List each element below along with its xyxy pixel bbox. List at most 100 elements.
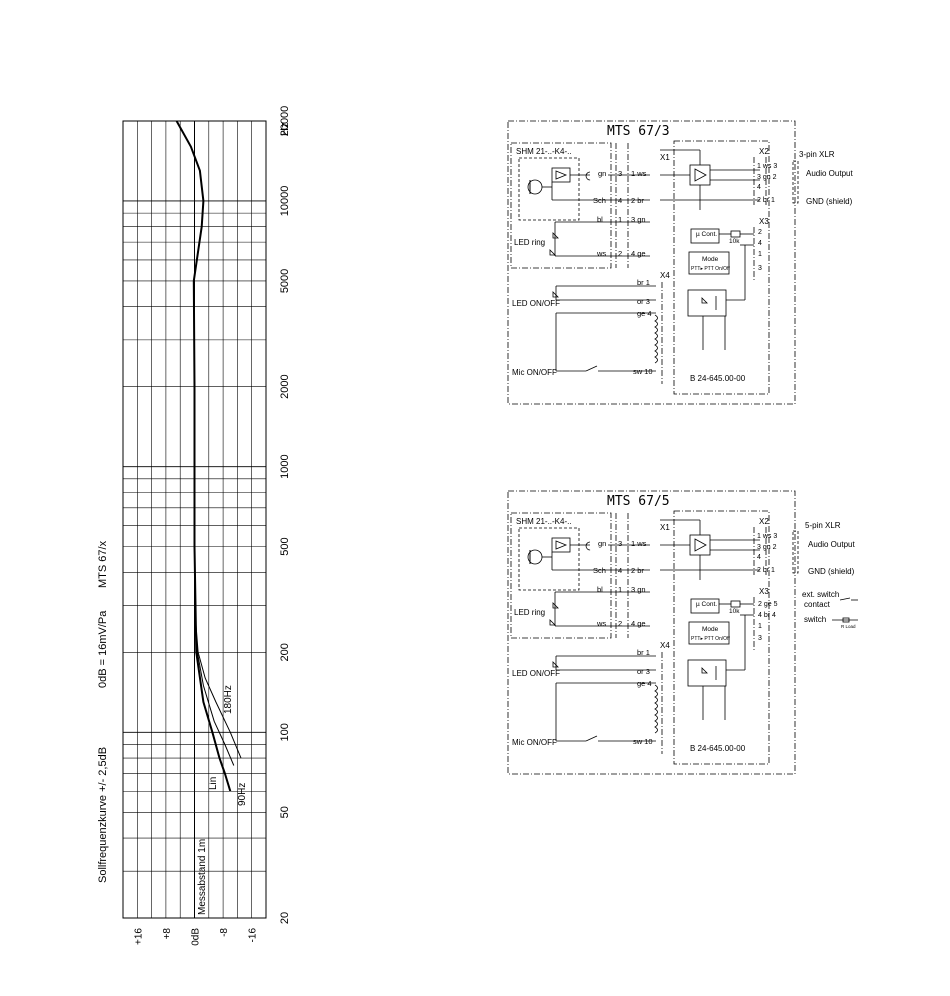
ext-switch-label: ext. switch bbox=[802, 590, 839, 599]
optocoupler-led-icon bbox=[701, 297, 708, 304]
mu-controller-label: µ Cont. bbox=[696, 601, 717, 608]
x4-connector-icon bbox=[654, 684, 658, 734]
connector-column-x1: 3 4 1 2 bbox=[615, 513, 629, 638]
output-amp-icon bbox=[689, 164, 711, 186]
chart-caption-ref: 0dB = 16mV/Pa bbox=[97, 610, 109, 688]
x4-pin-3: or 3 bbox=[637, 667, 650, 676]
x1-label: X1 bbox=[660, 153, 670, 162]
switch-label: switch bbox=[804, 615, 826, 624]
wire-ws: ws bbox=[596, 249, 606, 258]
wire-sch: Sch bbox=[593, 566, 606, 575]
audio-output-label: Audio Output bbox=[806, 169, 853, 178]
freq-tick-label: 20 bbox=[279, 912, 291, 924]
led-onoff-icon bbox=[552, 661, 559, 668]
capsule-box bbox=[518, 157, 580, 221]
x4-label: X4 bbox=[660, 641, 670, 650]
x2-pin-3: 3 gn 2 bbox=[757, 544, 777, 551]
wire-bl: bl bbox=[597, 215, 603, 224]
x2-pin-2: 2 br 1 bbox=[757, 197, 775, 204]
x1-pin-3: 3 gn bbox=[631, 585, 646, 594]
x3-pin-4: 4 br 4 bbox=[758, 612, 776, 619]
mode-switch-box bbox=[688, 621, 730, 645]
freq-tick-label: 5000 bbox=[279, 269, 291, 293]
mu-controller-box bbox=[690, 598, 720, 614]
optocoupler-box bbox=[687, 659, 727, 687]
gnd-shield-label: GND (shield) bbox=[806, 197, 853, 206]
x4-pin-3: or 3 bbox=[637, 297, 650, 306]
optocoupler-led-icon bbox=[701, 667, 708, 674]
shield-symbol bbox=[585, 541, 591, 551]
x2-pin-4: 4 bbox=[757, 554, 761, 561]
x4-pin-10: sw 10 bbox=[633, 367, 653, 376]
mu-controller-box bbox=[690, 228, 720, 244]
freq-unit-label: Hz bbox=[279, 123, 291, 136]
wire-bl: bl bbox=[597, 585, 603, 594]
preamp-icon bbox=[551, 537, 571, 553]
wire-ws: ws bbox=[596, 619, 606, 628]
svg-text:2: 2 bbox=[618, 619, 622, 628]
led-ring-label: LED ring bbox=[514, 608, 545, 617]
led-onoff-icon bbox=[552, 291, 559, 298]
xlr-connector-box bbox=[792, 530, 799, 574]
mode-sub-label: PTT▸ PTT On/Off bbox=[691, 636, 730, 642]
curve-label-180hz: 180Hz bbox=[223, 685, 234, 714]
x1-pin-1: 1 ws bbox=[631, 169, 647, 178]
curve-lin bbox=[175, 120, 232, 792]
freq-tick-label: 200 bbox=[279, 643, 291, 661]
output-amp-icon bbox=[689, 534, 711, 556]
resistor-label: 10k bbox=[729, 238, 740, 245]
x3-pin-3: 3 bbox=[758, 265, 762, 272]
pcb-part-number: B 24-645.00-00 bbox=[690, 374, 746, 383]
x2-pin-1: 1 ws 3 bbox=[757, 533, 777, 540]
mic-onoff-label: Mic ON/OFF bbox=[512, 368, 557, 377]
x2-label: X2 bbox=[759, 147, 769, 156]
x1-pin-3: 3 gn bbox=[631, 215, 646, 224]
r-load-label: R Load bbox=[841, 624, 856, 629]
wiring-diagram-mts-67-3: MTS 67/3 SHM 21-..-K4-.. gn Sch bl ws LE… bbox=[507, 120, 853, 405]
freq-tick-label: 1000 bbox=[279, 454, 291, 478]
x3-pin-4: 4 bbox=[758, 240, 762, 247]
pcb-box bbox=[673, 140, 770, 395]
shm-module-label: SHM 21-..-K4-.. bbox=[516, 517, 572, 526]
x2-pin-4: 4 bbox=[757, 184, 761, 191]
db-tick-label: +16 bbox=[133, 928, 144, 945]
led-ring-icon bbox=[549, 232, 559, 256]
mode-label: Mode bbox=[702, 626, 719, 633]
x3-pin-3: 3 bbox=[758, 635, 762, 642]
led-onoff-label: LED ON/OFF bbox=[512, 669, 560, 678]
diagram-outer-border bbox=[507, 120, 796, 405]
optocoupler-box bbox=[687, 289, 727, 317]
measuring-distance-label: Messabstand 1m bbox=[197, 839, 208, 915]
db-tick-label: -16 bbox=[248, 928, 259, 943]
x1-pin-4: 4 ge bbox=[631, 249, 646, 258]
wire-gn: gn bbox=[598, 539, 606, 548]
svg-text:4: 4 bbox=[618, 196, 622, 205]
db-tick-label: +8 bbox=[162, 928, 173, 940]
connector-type-label: 3-pin XLR bbox=[799, 150, 835, 159]
mode-label: Mode bbox=[702, 256, 719, 263]
curve-180hz bbox=[194, 605, 242, 759]
x4-pin-4: ge 4 bbox=[637, 679, 652, 688]
resistor-icon bbox=[730, 230, 741, 238]
pcb-part-number: B 24-645.00-00 bbox=[690, 744, 746, 753]
x4-pin-4: ge 4 bbox=[637, 309, 652, 318]
svg-text:1: 1 bbox=[618, 585, 622, 594]
diagram-title: MTS 67/3 bbox=[607, 124, 670, 139]
x3-pin-2: 2 bbox=[758, 229, 762, 236]
wiring-diagram-mts-67-5: MTS 67/5 SHM 21-..-K4-.. gn Sch bl ws LE… bbox=[507, 490, 858, 775]
db-tick-label: 0dB bbox=[191, 928, 202, 946]
x1-pin-2: 2 br bbox=[631, 566, 644, 575]
x3-pin-1: 1 bbox=[758, 251, 762, 258]
wire-gn: gn bbox=[598, 169, 606, 178]
gnd-shield-label: GND (shield) bbox=[808, 567, 855, 576]
x3-label: X3 bbox=[759, 587, 769, 596]
freq-tick-label: 2000 bbox=[279, 374, 291, 398]
led-onoff-label: LED ON/OFF bbox=[512, 299, 560, 308]
x2-pin-3: 3 gn 2 bbox=[757, 174, 777, 181]
x4-connector-icon bbox=[654, 314, 658, 364]
svg-text:3: 3 bbox=[618, 539, 622, 548]
